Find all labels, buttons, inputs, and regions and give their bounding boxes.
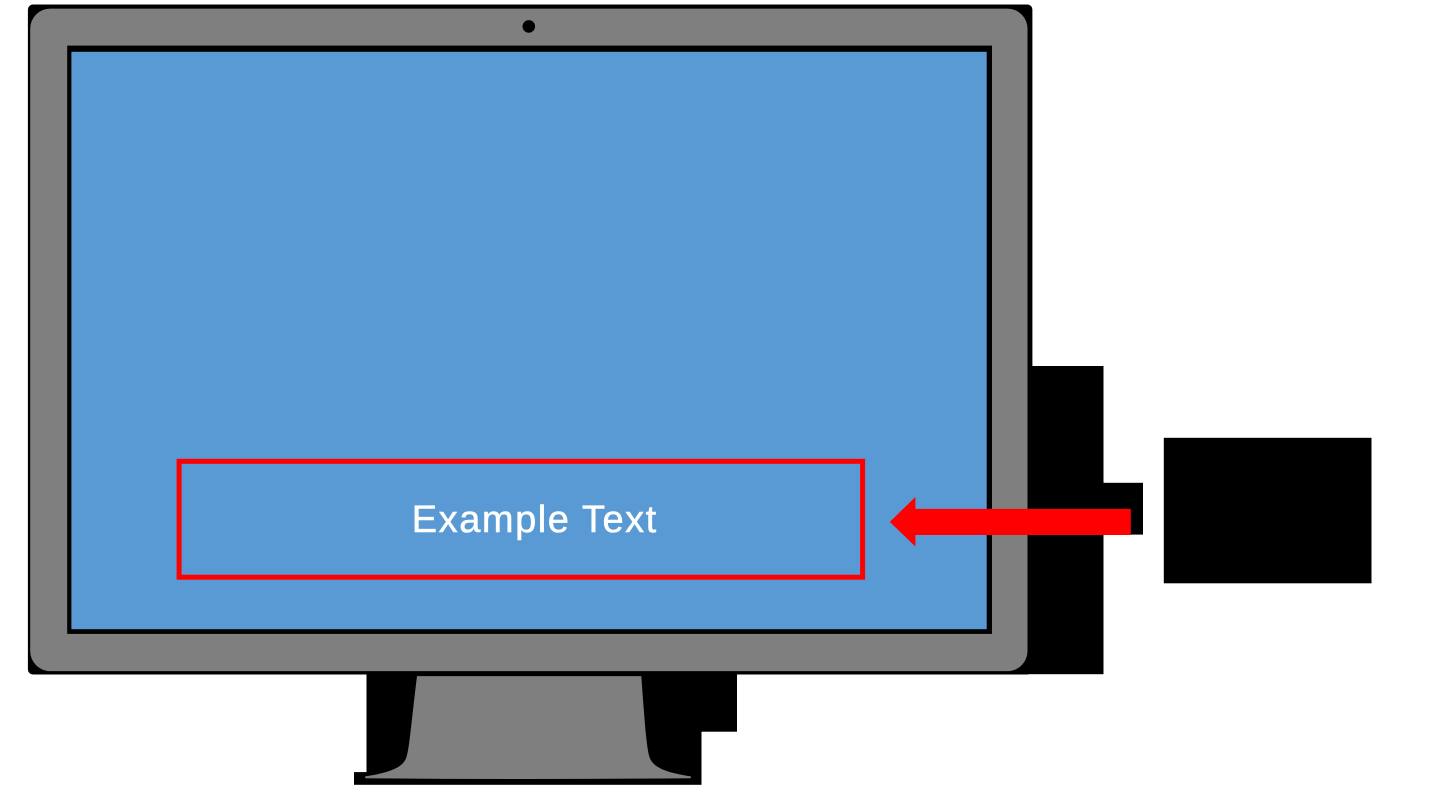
svg-text:Example Text: Example Text — [412, 499, 658, 541]
